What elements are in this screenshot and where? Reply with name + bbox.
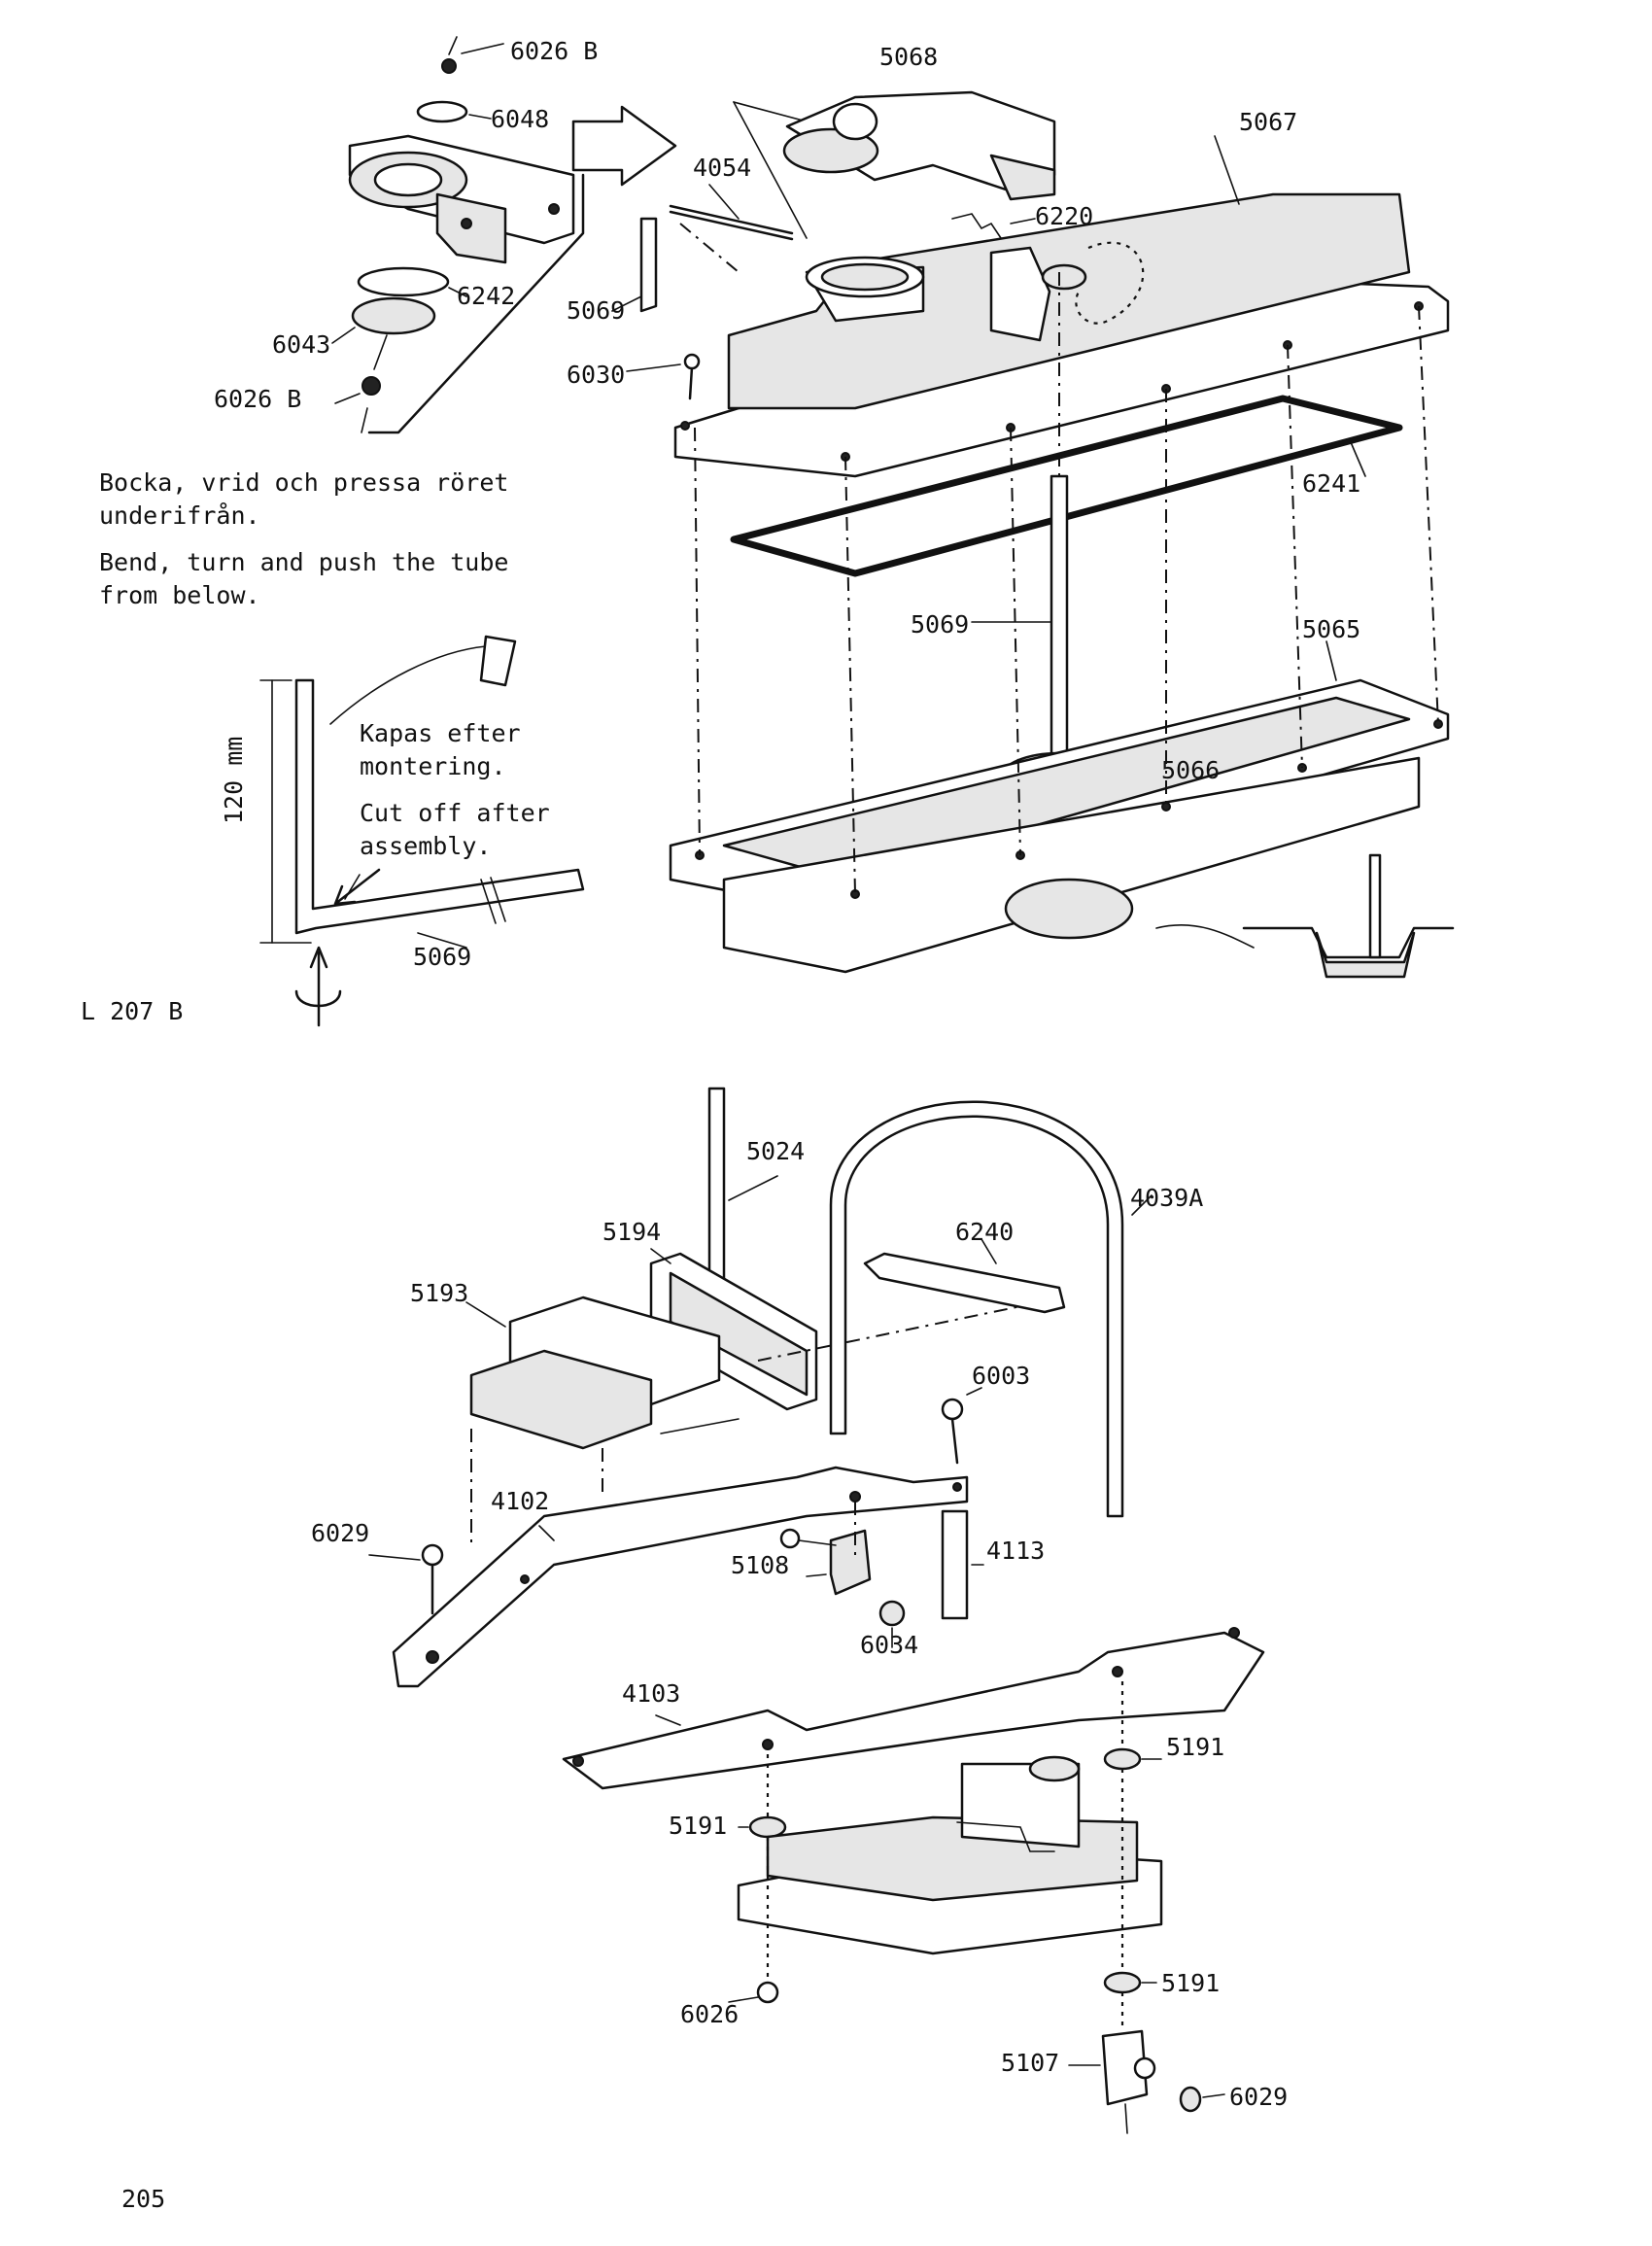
part-label-5069-top: 5069 (567, 296, 626, 325)
sheet-code: L 207 B (81, 997, 184, 1025)
float-chamber-assembly (611, 90, 1455, 979)
part-label-6029-right: 6029 (1229, 2083, 1289, 2111)
part-label-5069-mid: 5069 (911, 610, 970, 639)
note-bend-english: Bend, turn and push the tube from below. (99, 548, 509, 609)
part-label-6026b-top: 6026 B (510, 37, 599, 65)
part-label-5069-bottom: 5069 (413, 943, 472, 971)
part-label-6003: 6003 (972, 1362, 1031, 1390)
part-label-6043: 6043 (272, 330, 331, 359)
part-label-5191-left: 5191 (669, 1812, 728, 1840)
part-label-5191-lower: 5191 (1161, 1969, 1221, 1997)
note-cut-english: Cut off after assembly. (360, 799, 550, 860)
part-label-6241: 6241 (1302, 469, 1361, 498)
link-assembly (368, 1087, 1265, 2134)
part-label-4054: 4054 (693, 154, 752, 182)
part-label-6030: 6030 (567, 361, 626, 389)
part-label-6026: 6026 (680, 2000, 740, 2028)
part-label-5067: 5067 (1239, 108, 1298, 136)
part-label-6242: 6242 (457, 282, 516, 310)
part-label-4113: 4113 (986, 1537, 1046, 1565)
tube-bending-detail (259, 635, 585, 1027)
part-label-5191-right: 5191 (1166, 1733, 1225, 1761)
cap-assembly-detail (331, 36, 677, 434)
part-label-5194: 5194 (602, 1218, 662, 1246)
part-label-4103: 4103 (622, 1679, 681, 1708)
part-label-6048: 6048 (491, 105, 550, 133)
part-label-6240: 6240 (955, 1218, 1015, 1246)
dimension-label: 120 mm (220, 736, 248, 824)
part-label-4102: 4102 (491, 1487, 550, 1515)
part-label-5068: 5068 (879, 43, 939, 71)
page-number: 205 (121, 2185, 166, 2213)
part-label-5024: 5024 (746, 1137, 806, 1165)
part-label-6034: 6034 (860, 1631, 919, 1659)
part-label-4039a: 4039A (1130, 1184, 1204, 1212)
part-label-6220: 6220 (1035, 202, 1094, 230)
part-label-6029-left: 6029 (311, 1519, 370, 1547)
part-label-5193: 5193 (410, 1279, 469, 1307)
note-cut-swedish: Kapas efter montering. (360, 719, 521, 780)
note-bend-swedish: Bocka, vrid och pressa röret underifrån. (99, 468, 509, 530)
part-label-5066: 5066 (1161, 756, 1221, 784)
part-label-5108: 5108 (731, 1551, 790, 1579)
part-label-6026b-bottom: 6026 B (214, 385, 302, 413)
part-label-5107: 5107 (1001, 2049, 1060, 2077)
part-label-5065: 5065 (1302, 615, 1361, 643)
